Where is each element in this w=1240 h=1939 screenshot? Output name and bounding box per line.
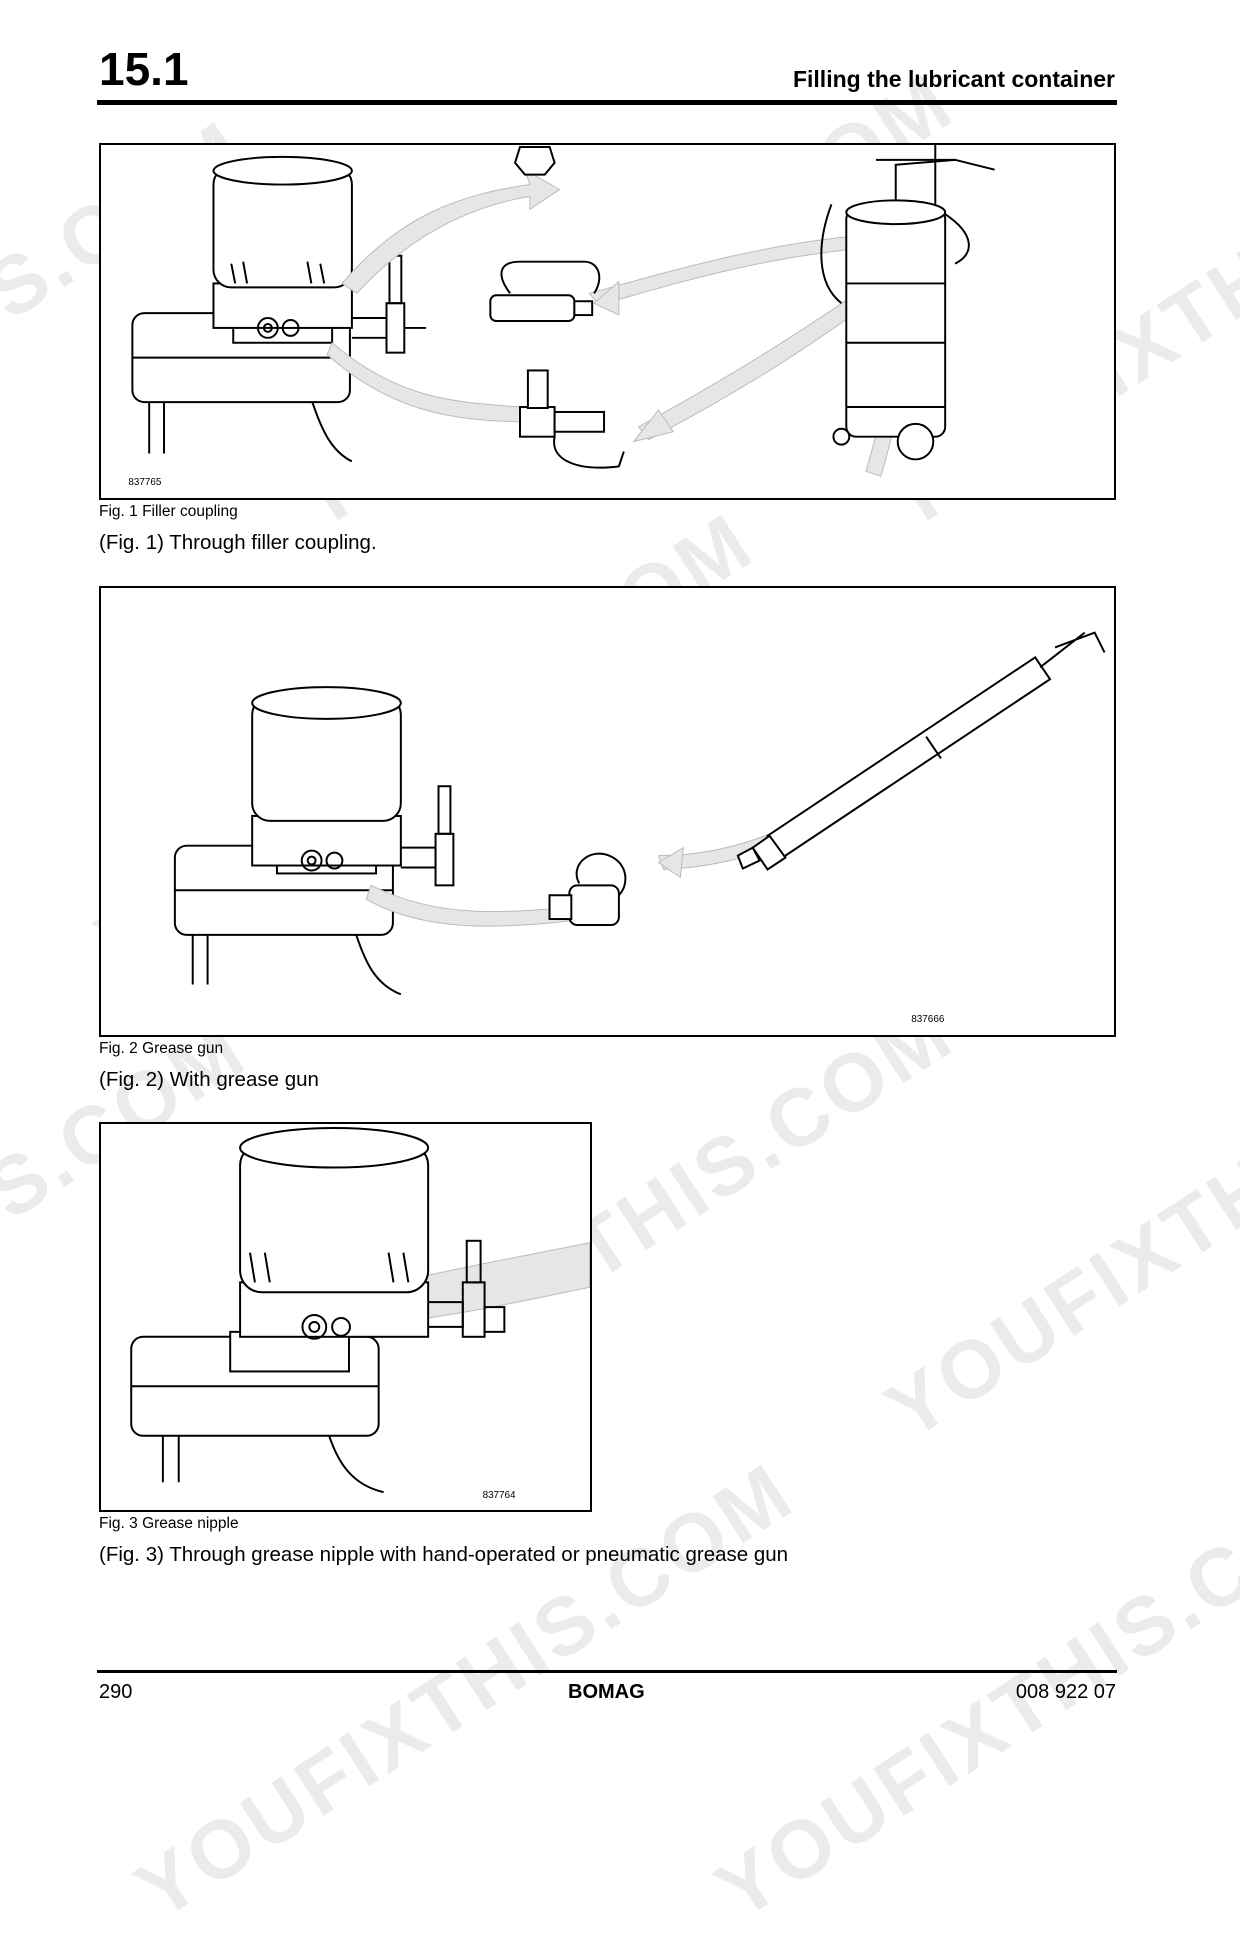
figure-1-caption: Fig. 1 Filler coupling xyxy=(99,503,238,520)
figure-2-caption: Fig. 2 Grease gun xyxy=(99,1040,224,1057)
section-number: 15.1 xyxy=(99,43,189,95)
section-title: Filling the lubricant container xyxy=(792,66,1115,92)
grease-nipple-illustration: 837764 xyxy=(130,1126,590,1501)
footer-rule xyxy=(97,1670,1117,1673)
figure-1-text: (Fig. 1) Through filler coupling. xyxy=(99,531,377,554)
figure-id: 837666 xyxy=(911,1014,945,1025)
document-number: 008 922 07 xyxy=(1015,1681,1116,1703)
figure-3-caption: Fig. 3 Grease nipple xyxy=(99,1515,239,1532)
footer-brand: BOMAG xyxy=(568,1681,645,1703)
watermark: YOUFIXTHIS xyxy=(870,1091,1240,1458)
figure-3-grease-nipple: 837764 xyxy=(99,1122,592,1512)
figure-3-text: (Fig. 3) Through grease nipple with hand… xyxy=(99,1543,789,1566)
figure-2-grease-gun: 837666 xyxy=(99,586,1116,1037)
figure-id: 837764 xyxy=(483,1490,516,1501)
header-rule xyxy=(97,100,1117,105)
figure-2-text: (Fig. 2) With grease gun xyxy=(99,1068,319,1091)
grease-gun-illustration: 837666 xyxy=(173,631,1106,1025)
figure-id: 837765 xyxy=(128,477,161,488)
filler-coupling-illustration: 837765 xyxy=(128,145,995,488)
figure-1-filler-coupling: 837765 xyxy=(99,143,1116,500)
page-number: 290 xyxy=(99,1681,133,1703)
